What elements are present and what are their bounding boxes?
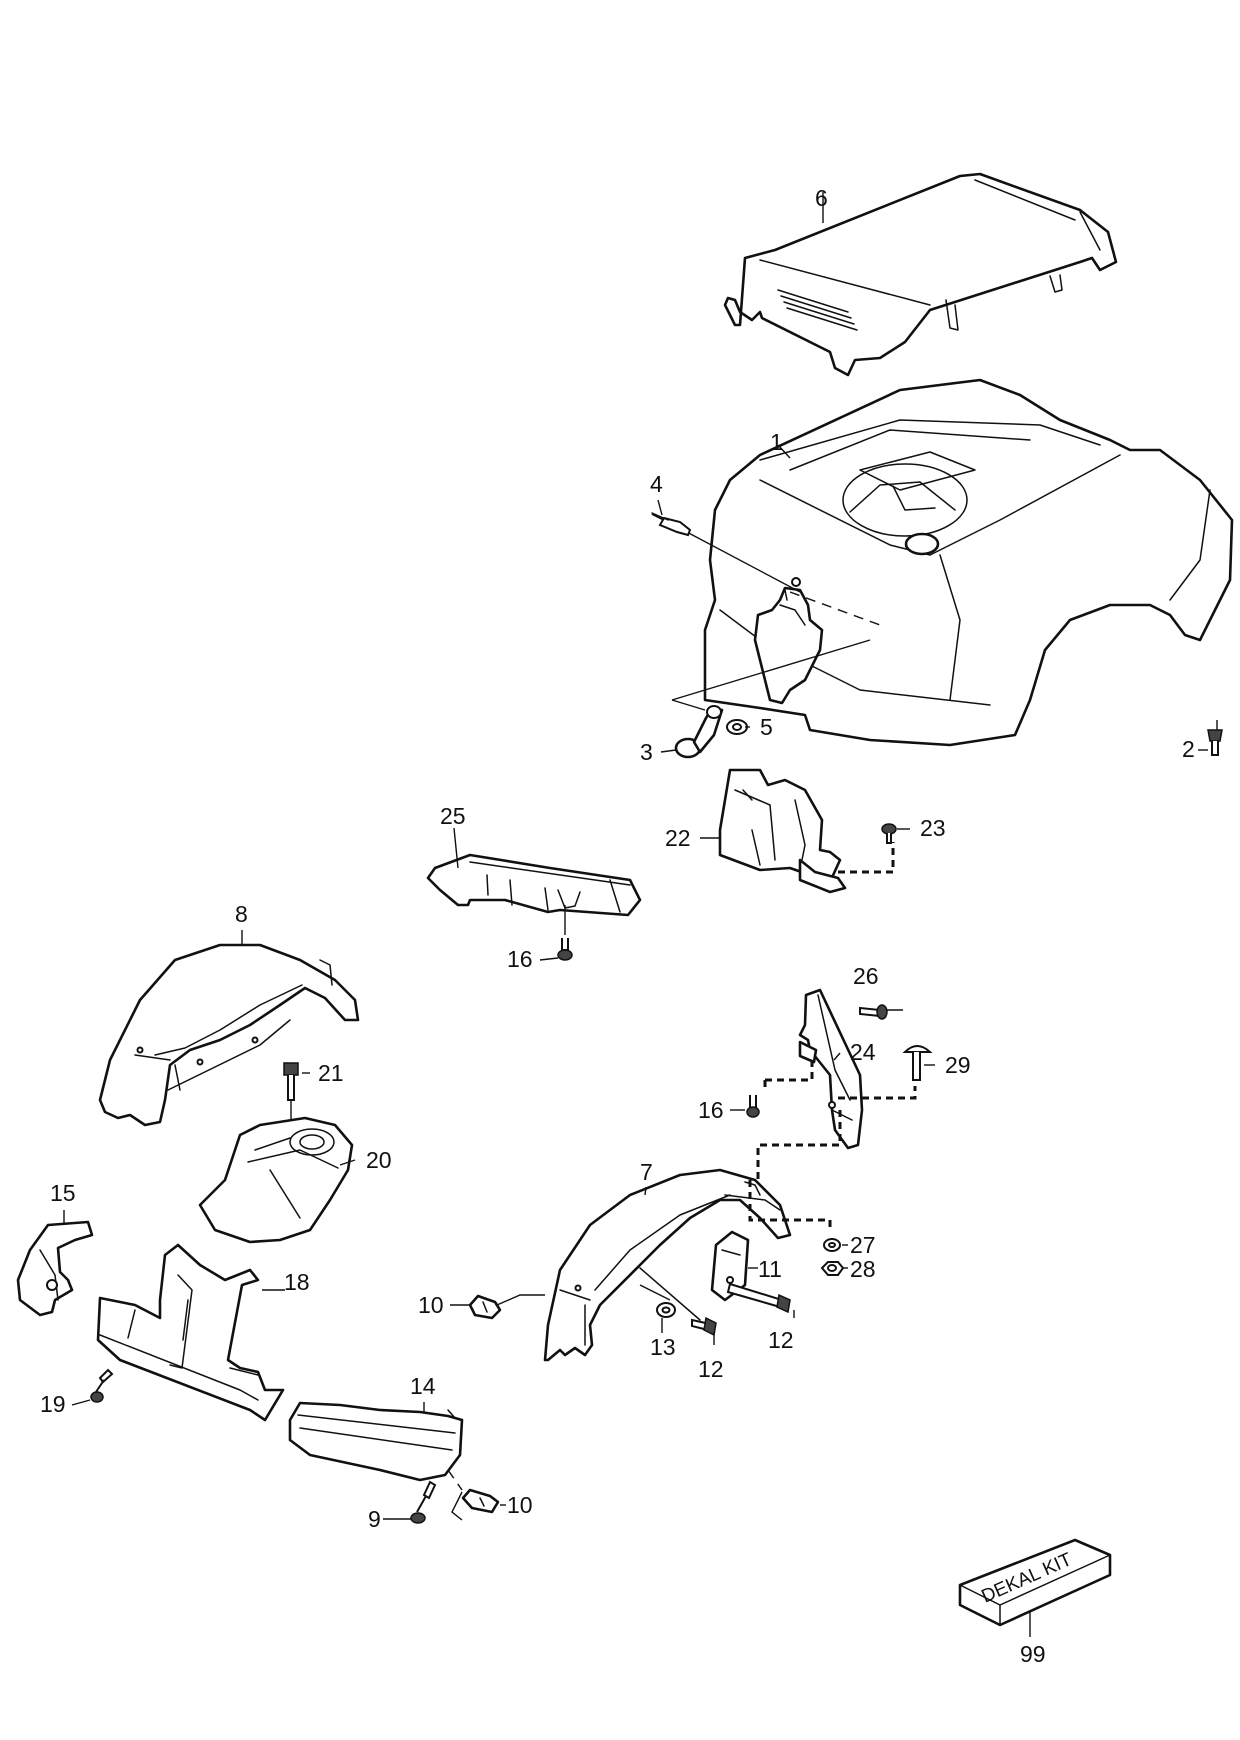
part-23-screw bbox=[881, 823, 897, 844]
part-5-washer bbox=[726, 719, 748, 735]
callout-6: 6 bbox=[815, 185, 828, 211]
callout-labels: 6 1 4 2 3 5 22 23 25 16 8 21 20 15 18 19… bbox=[40, 185, 1195, 1667]
callout-12-right: 12 bbox=[768, 1327, 794, 1353]
callout-26: 26 bbox=[853, 963, 879, 989]
body-lever-bracket bbox=[753, 577, 824, 705]
callout-12-left: 12 bbox=[698, 1356, 724, 1382]
callout-10-upper: 10 bbox=[418, 1292, 444, 1318]
callout-19: 19 bbox=[40, 1391, 66, 1417]
callout-4: 4 bbox=[650, 471, 663, 497]
callout-22: 22 bbox=[665, 825, 691, 851]
part-15-bracket bbox=[16, 1220, 94, 1317]
part-4-pin bbox=[651, 512, 692, 537]
part-9-screw bbox=[410, 1480, 437, 1524]
callout-99: 99 bbox=[1020, 1641, 1046, 1667]
part-11-bracket bbox=[710, 1230, 750, 1302]
callout-1: 1 bbox=[770, 429, 783, 455]
callout-16-lower: 16 bbox=[698, 1097, 724, 1123]
part-25-bracket bbox=[426, 853, 642, 917]
part-24-upright-bracket bbox=[798, 988, 864, 1150]
callout-8: 8 bbox=[235, 901, 248, 927]
callout-23: 23 bbox=[920, 815, 946, 841]
part-21-screw bbox=[283, 1062, 299, 1101]
part-99-decal-kit: DEKAL KIT bbox=[958, 1538, 1112, 1627]
part-10-clip-lower bbox=[461, 1488, 500, 1514]
callout-11: 11 bbox=[758, 1256, 782, 1282]
part-18-center-panel bbox=[96, 1243, 285, 1422]
callout-7: 7 bbox=[640, 1159, 653, 1185]
callout-5: 5 bbox=[760, 714, 773, 740]
part-6-seat-cover bbox=[723, 172, 1118, 377]
callout-27: 27 bbox=[850, 1232, 876, 1258]
part-14-lower-cover bbox=[288, 1401, 464, 1482]
callout-28: 28 bbox=[850, 1256, 876, 1282]
callout-3: 3 bbox=[640, 739, 653, 765]
callout-2: 2 bbox=[1182, 736, 1195, 762]
part-12-bolt-b bbox=[726, 1282, 791, 1314]
callout-18: 18 bbox=[284, 1269, 310, 1295]
part-29-carriage-bolt bbox=[902, 1045, 933, 1081]
body-fuel-opening bbox=[842, 463, 968, 537]
part-12-bolt-a bbox=[691, 1316, 717, 1337]
callout-10-lower: 10 bbox=[507, 1492, 533, 1518]
part-16-screw-upper bbox=[557, 938, 573, 961]
callout-21: 21 bbox=[318, 1060, 344, 1086]
part-28-nut bbox=[820, 1261, 845, 1276]
part-27-washer bbox=[823, 1238, 841, 1252]
callout-13: 13 bbox=[650, 1334, 676, 1360]
part-1-main-body bbox=[703, 378, 1234, 747]
callout-9: 9 bbox=[368, 1506, 381, 1532]
callout-29: 29 bbox=[945, 1052, 971, 1078]
part-7-fender-right bbox=[543, 1168, 792, 1362]
part-26-screw bbox=[859, 1004, 888, 1020]
callout-24: 24 bbox=[850, 1039, 876, 1065]
part-16-screw-lower bbox=[746, 1095, 760, 1118]
part-13-washer bbox=[656, 1302, 676, 1318]
part-3-lever bbox=[674, 705, 724, 759]
part-22-shield bbox=[718, 768, 847, 894]
part-10-clip-upper bbox=[468, 1294, 502, 1320]
part-20-tank-cover bbox=[198, 1116, 354, 1244]
seat-vent-grille bbox=[777, 289, 858, 331]
part-2-screw bbox=[1207, 729, 1223, 756]
callout-14: 14 bbox=[410, 1373, 436, 1399]
callout-15: 15 bbox=[50, 1180, 76, 1206]
callout-16-upper: 16 bbox=[507, 946, 533, 972]
callout-20: 20 bbox=[366, 1147, 392, 1173]
callout-leaders bbox=[63, 192, 1218, 1520]
callout-25: 25 bbox=[440, 803, 466, 829]
part-8-fender-left bbox=[98, 943, 360, 1127]
part-19-screw bbox=[90, 1368, 114, 1403]
